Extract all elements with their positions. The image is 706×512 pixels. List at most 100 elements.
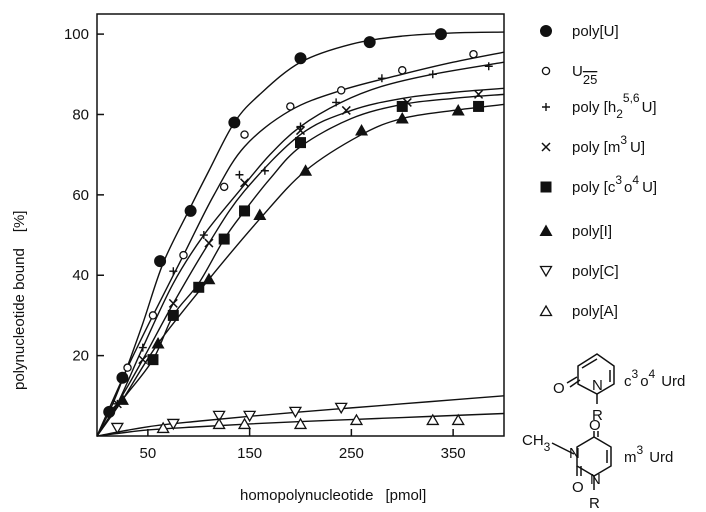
point-poly-m3-u <box>168 298 178 308</box>
point-poly-h2-5-6-u <box>296 122 305 131</box>
point-poly-u <box>294 52 307 65</box>
legend-label-poly-h2-56-u: poly [h25,6U] <box>572 91 657 121</box>
point-poly-i <box>151 337 165 349</box>
legend-symbol-poly-h2-5-6-u <box>542 103 550 111</box>
legend-item-poly-u: poly[U] <box>540 23 619 40</box>
legend-marker-poly-c3-o4-u <box>540 181 552 193</box>
atom-o-c3o4: O <box>553 380 565 397</box>
point-poly-h2-5-6-u <box>332 98 341 107</box>
point-poly-u <box>103 405 116 418</box>
point-poly-m3-u <box>341 105 351 115</box>
legend-label-poly-u: poly[U] <box>572 23 619 40</box>
atom-o1-m3: O <box>589 417 601 434</box>
point-poly-a <box>156 421 170 434</box>
y-tick-label: 20 <box>72 348 89 365</box>
point-poly-a <box>426 413 440 426</box>
legend-symbol-u25 <box>541 66 551 76</box>
point-poly-i <box>115 393 129 405</box>
atom-o2-m3: O <box>572 479 584 496</box>
ring-m3-urd <box>551 431 612 490</box>
atom-n1-m3: N <box>569 445 580 462</box>
y-tick-label: 40 <box>72 267 89 284</box>
legend-item-poly-c: poly[C] <box>539 263 619 280</box>
legend-label-poly-c: poly[C] <box>572 263 619 280</box>
atom-r-m3: R <box>589 495 600 512</box>
point-u25 <box>240 130 249 139</box>
y-tick-label: 60 <box>72 187 89 204</box>
point-poly-u <box>154 255 167 268</box>
legend-symbol-poly-c <box>539 265 553 278</box>
point-poly-h2-5-6-u <box>169 267 178 276</box>
point-poly-m3-u <box>138 355 148 365</box>
atom-r-c3o4: R <box>592 407 603 424</box>
point-poly-u <box>116 371 129 384</box>
point-poly-h2-5-6-u <box>484 62 493 71</box>
legend-item-poly-h2-56-u: poly [h25,6U] <box>542 91 657 121</box>
point-poly-c3-o4-u <box>193 281 205 293</box>
point-poly-c <box>334 402 348 415</box>
legend-marker-poly-a <box>539 304 553 317</box>
point-poly-a <box>293 417 308 430</box>
legend-label-poly-a: poly[A] <box>572 303 618 320</box>
curve-poly-h2-5-6-u <box>96 61 505 437</box>
legend-marker-poly-h2-56-u <box>542 103 550 111</box>
point-poly-c <box>110 422 124 435</box>
legend-symbol-poly-a <box>539 304 553 317</box>
legend-symbol-poly-i <box>539 224 553 236</box>
fit-curves <box>96 31 505 437</box>
point-poly-h2-5-6-u <box>260 166 269 175</box>
point-poly-c3-o4-u <box>396 100 408 112</box>
y-axis-label-text: polynucleotide bound <box>11 248 28 390</box>
point-u25 <box>219 182 229 192</box>
legend-symbol-poly-m3-u <box>541 142 551 152</box>
y-tick-label: 80 <box>72 106 89 123</box>
group-ch3: CH3 <box>522 432 551 454</box>
curve-poly-m3-u <box>96 87 505 437</box>
point-poly-a <box>212 417 226 430</box>
legend-marker-poly-m3-u <box>541 142 551 152</box>
point-poly-i <box>395 111 409 124</box>
point-u25 <box>286 102 295 111</box>
data-points <box>103 28 493 435</box>
point-poly-m3-u <box>295 126 306 136</box>
point-poly-h2-5-6-u <box>199 231 208 240</box>
point-u25 <box>397 66 407 75</box>
curve-poly-i <box>96 103 505 437</box>
legend-marker-u25 <box>541 66 551 76</box>
x-tick-label: 250 <box>339 445 364 462</box>
point-poly-a <box>451 413 465 426</box>
legend-symbol-poly-u <box>540 25 552 37</box>
point-poly-m3-u <box>240 178 250 188</box>
point-poly-h2-5-6-u <box>235 170 244 179</box>
point-poly-c3-o4-u <box>295 137 306 149</box>
legend-marker-poly-i <box>539 224 553 236</box>
point-poly-c <box>288 406 303 419</box>
point-poly-m3-u <box>204 238 214 248</box>
legend-item-poly-a: poly[A] <box>539 303 618 320</box>
point-poly-u <box>434 28 447 41</box>
legend-marker-poly-u <box>540 25 552 37</box>
point-poly-c <box>242 410 257 423</box>
legend-label-poly-i: poly[I] <box>572 223 612 240</box>
point-poly-c3-o4-u <box>218 233 230 245</box>
point-poly-i <box>355 124 369 136</box>
atom-n2-m3: N <box>590 471 601 488</box>
atom-n-c3o4: N <box>592 377 603 394</box>
point-poly-u <box>228 116 241 129</box>
legend-item-poly-i: poly[I] <box>539 223 612 240</box>
ring-c3o4-urd <box>566 353 615 404</box>
x-axis-label: homopolynucleotide[pmol] <box>240 487 426 504</box>
point-poly-c3-o4-u <box>239 205 251 217</box>
point-poly-c3-o4-u <box>167 309 179 321</box>
point-poly-h2-5-6-u <box>428 70 437 79</box>
point-u25 <box>336 86 346 95</box>
legend-item-u25: U25 <box>541 63 597 87</box>
point-u25 <box>148 311 158 320</box>
y-axis-label: polynucleotide bound[%] <box>11 211 28 390</box>
